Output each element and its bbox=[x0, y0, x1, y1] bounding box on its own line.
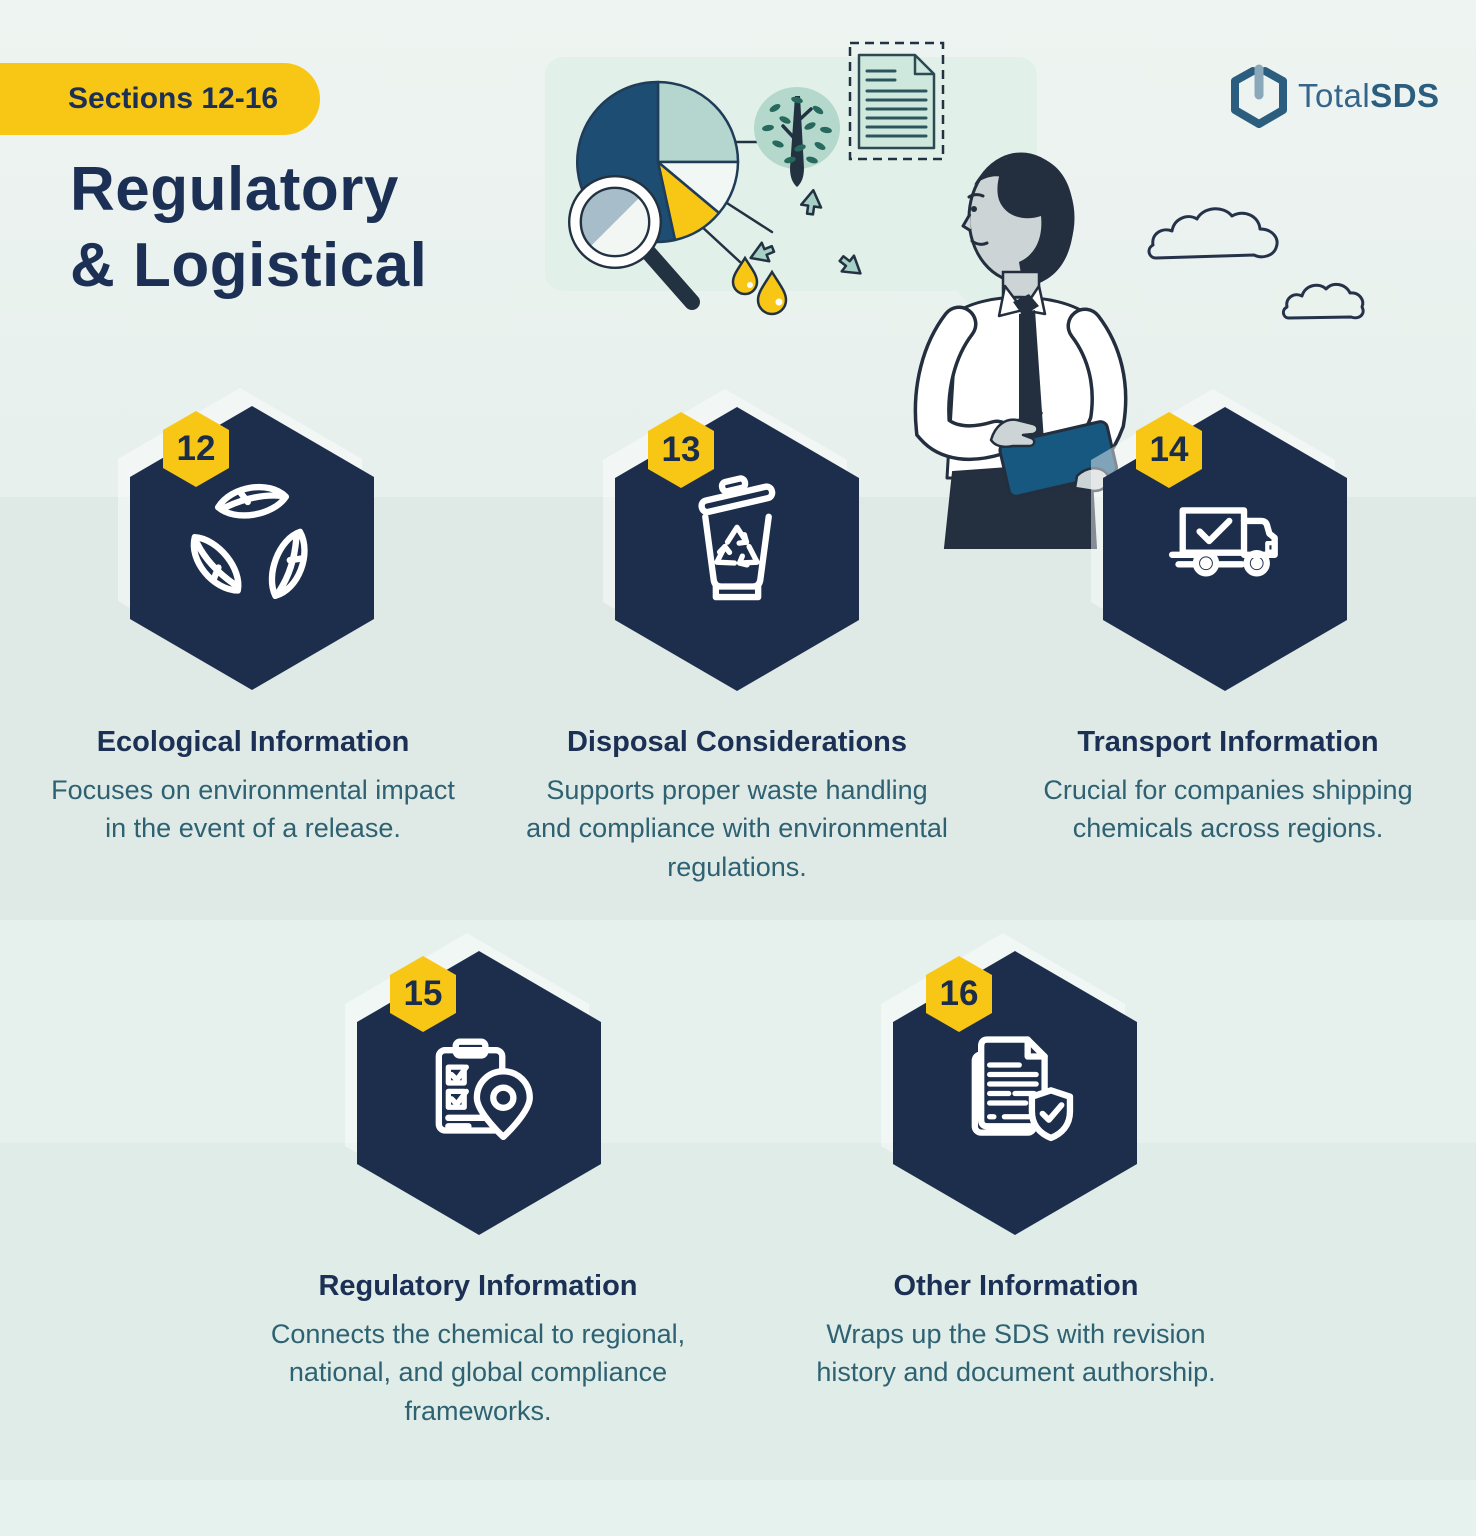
section-12-hexagon: 12 bbox=[118, 388, 374, 690]
tree-icon bbox=[754, 87, 840, 187]
background-band-4 bbox=[0, 1143, 1476, 1480]
section-16-text: Other Information Wraps up the SDS with … bbox=[776, 1270, 1256, 1392]
section-12-text: Ecological Information Focuses on enviro… bbox=[23, 726, 483, 848]
section-13-hexagon: 13 bbox=[603, 389, 859, 691]
totalsds-logo: TotalSDS bbox=[1230, 64, 1440, 128]
droplet-icons bbox=[731, 255, 788, 316]
section-description: Focuses on environmental impact in the e… bbox=[51, 775, 455, 844]
section-title: Regulatory Information bbox=[318, 1270, 638, 1302]
section-13-text: Disposal Considerations Supports proper … bbox=[502, 726, 972, 886]
section-16-hexagon: 16 bbox=[881, 933, 1137, 1235]
delivery-truck-icon bbox=[1168, 507, 1278, 577]
document-illustration bbox=[848, 41, 945, 161]
section-description: Crucial for companies shipping chemicals… bbox=[1043, 775, 1413, 844]
section-title: Ecological Information bbox=[96, 726, 410, 758]
totalsds-logo-icon bbox=[1231, 64, 1287, 128]
document-shield-icon bbox=[971, 1036, 1074, 1142]
section-number: 14 bbox=[1149, 430, 1189, 469]
section-number: 12 bbox=[176, 429, 216, 468]
section-number-badge: 15 bbox=[390, 956, 456, 1032]
section-title: Disposal Considerations bbox=[566, 726, 907, 758]
section-description: Supports proper waste handling and compl… bbox=[526, 775, 948, 882]
recycle-arrows-icon bbox=[749, 188, 862, 275]
section-title: Other Information bbox=[893, 1270, 1139, 1302]
section-number-badge: 16 bbox=[926, 956, 992, 1032]
background-band-3 bbox=[0, 920, 1476, 1143]
section-range-label: Sections 12-16 bbox=[68, 82, 279, 115]
magnifier-icon bbox=[568, 174, 700, 310]
businessman-illustration bbox=[913, 152, 1128, 549]
section-14-hexagon: 14 bbox=[1091, 389, 1347, 691]
background-band-5 bbox=[0, 1480, 1476, 1536]
section-number: 13 bbox=[661, 430, 701, 469]
section-14-text: Transport Information Crucial for compan… bbox=[1008, 726, 1448, 848]
pie-chart-analysis-illustration bbox=[568, 80, 862, 316]
recycle-bin-icon bbox=[698, 475, 776, 601]
section-title: Transport Information bbox=[1077, 726, 1379, 758]
leaves-cycle-icon bbox=[190, 484, 308, 600]
section-description: Wraps up the SDS with revision history a… bbox=[816, 1319, 1216, 1388]
cloud-icon bbox=[1147, 207, 1279, 260]
section-15-text: Regulatory Information Connects the chem… bbox=[243, 1270, 713, 1430]
page-title: Regulatory & Logistical bbox=[70, 155, 428, 300]
section-number: 15 bbox=[403, 974, 443, 1013]
section-range-badge: Sections 12-16 bbox=[0, 63, 321, 135]
clipboard-location-icon bbox=[435, 1039, 533, 1141]
section-number: 16 bbox=[939, 974, 979, 1013]
section-15-hexagon: 15 bbox=[345, 933, 601, 1235]
cloud-icon-small bbox=[1281, 282, 1365, 320]
totalsds-logo-text: TotalSDS bbox=[1298, 77, 1440, 114]
section-description: Connects the chemical to regional, natio… bbox=[270, 1319, 686, 1426]
